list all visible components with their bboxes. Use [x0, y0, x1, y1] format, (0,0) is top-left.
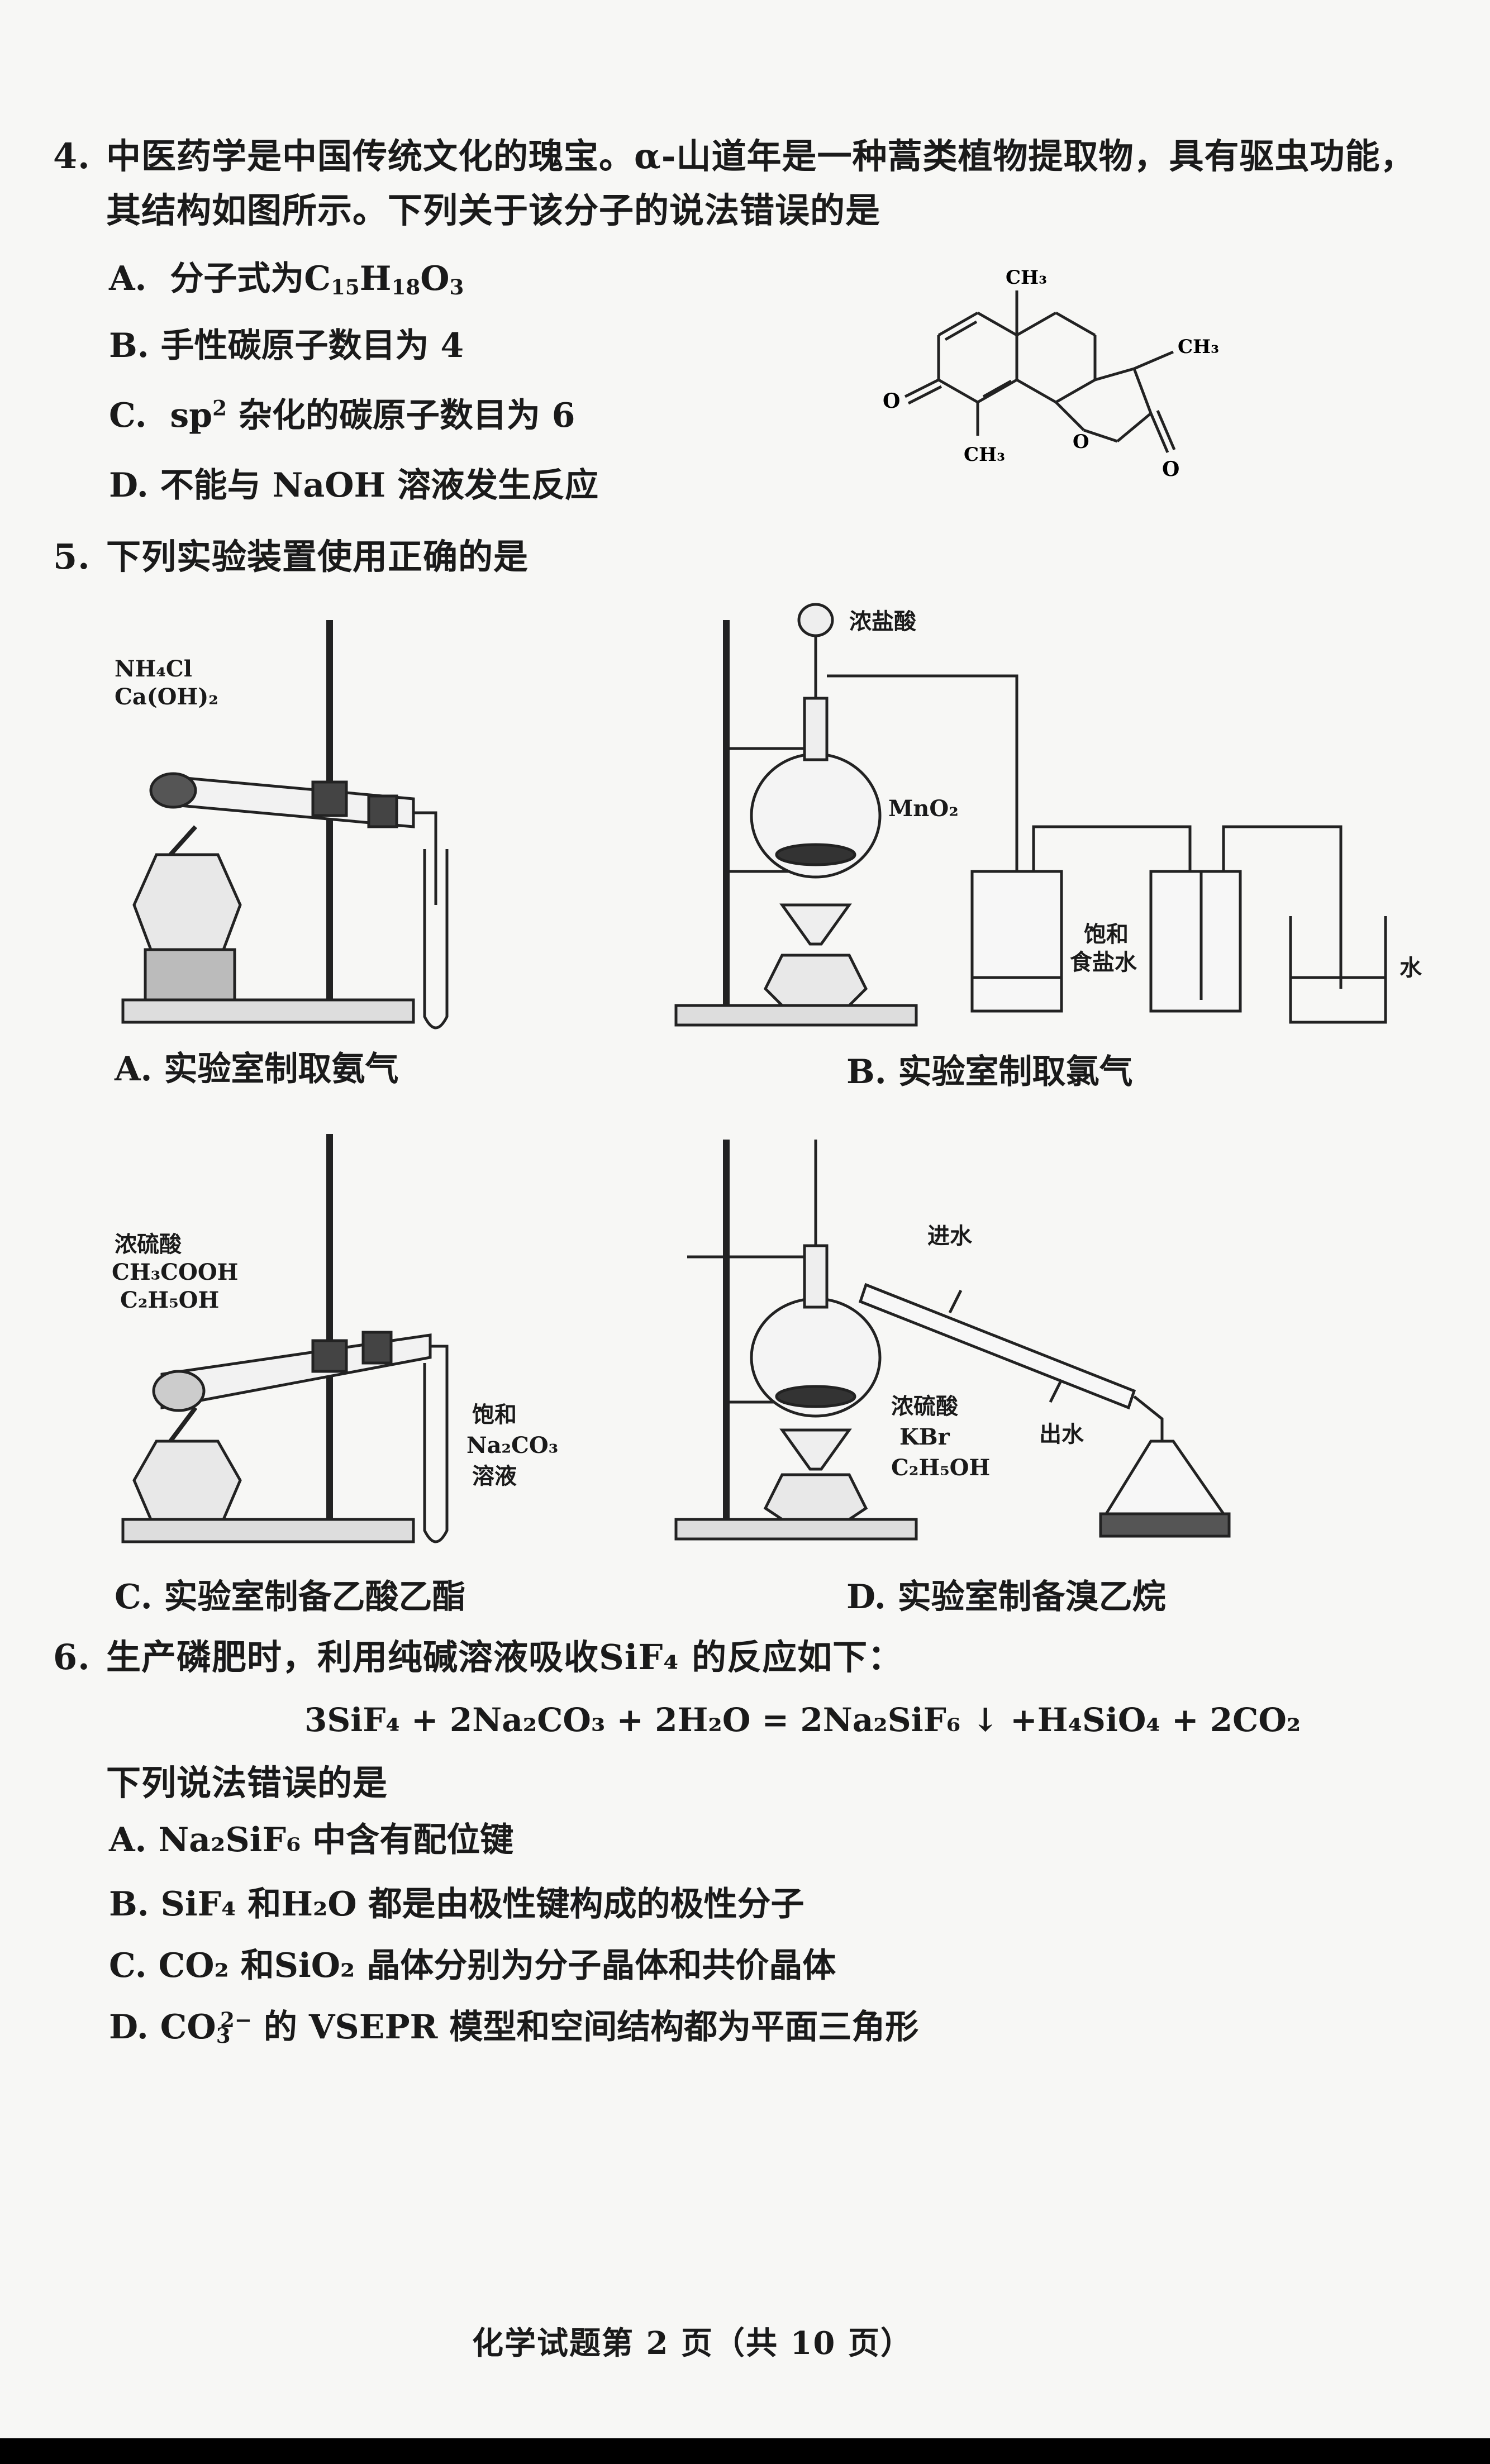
q4-option-c: C. sp2 杂化的碳原子数目为 6	[109, 395, 575, 435]
caption-d: D. 实验室制备溴乙烷	[846, 1577, 1166, 1617]
q4-option-b: B. 手性碳原子数目为 4	[109, 326, 464, 365]
q6-option-b: B. SiF₄ 和H₂O 都是由极性键构成的极性分子	[109, 1885, 804, 1924]
q6-prompt: 下列说法错误的是	[106, 1762, 388, 1803]
q6-number: 6.	[53, 1637, 91, 1677]
b-label-salt1: 饱和	[1084, 921, 1129, 947]
apparatus-c-ethyl-acetate	[121, 1134, 449, 1543]
q6-option-a: A. Na₂SiF₆ 中含有配位键	[109, 1820, 514, 1860]
page-footer: 化学试题第 2 页（共 10 页）	[472, 2325, 913, 2362]
apparatus-b-chlorine	[674, 603, 1387, 1027]
q6-option-d: D. CO32− 的 VSEPR 模型和空间结构都为平面三角形	[109, 2007, 919, 2048]
d-label-water-in: 进水	[927, 1223, 972, 1249]
label-o-bottom: O	[1162, 457, 1179, 481]
q4-option-a: A. 分子式为C15H18O3	[109, 259, 464, 300]
caption-c: C. 实验室制备乙酸乙酯	[115, 1577, 466, 1617]
b-label-mno2: MnO₂	[888, 795, 959, 822]
c-label-h2so4: 浓硫酸	[115, 1231, 182, 1257]
d-label-c2h5oh: C₂H₅OH	[891, 1455, 991, 1481]
caption-b: B. 实验室制取氯气	[846, 1052, 1133, 1092]
a-label-caoh2: Ca(OH)₂	[115, 684, 218, 710]
q6-equation: 3SiF₄ + 2Na₂CO₃ + 2H₂O = 2Na₂SiF₆ ↓ +H₄S…	[304, 1701, 1301, 1739]
a-label-nh4cl: NH₄Cl	[115, 656, 192, 682]
q4-option-d: D. 不能与 NaOH 溶液发生反应	[109, 466, 599, 505]
c-label-sol: 溶液	[472, 1463, 517, 1489]
label-ch3-top: CH₃	[1006, 266, 1047, 289]
q4-stem-line2: 其结构如图所示。下列关于该分子的说法错误的是	[106, 190, 881, 231]
q4-stem-line1: 中医药学是中国传统文化的瑰宝。α-山道年是一种蒿类植物提取物，具有驱虫功能，	[106, 136, 1416, 177]
c-label-sat: 饱和	[472, 1402, 517, 1428]
c-label-c2h5oh: C₂H₅OH	[120, 1287, 220, 1313]
c-label-na2co3: Na₂CO₃	[466, 1432, 559, 1459]
q4-number: 4.	[53, 136, 91, 177]
apparatus-d-bromoethane	[674, 1140, 1231, 1541]
d-label-kbr: KBr	[899, 1424, 950, 1450]
apparatus-a-ammonia	[121, 620, 449, 1030]
caption-a: A. 实验室制取氨气	[115, 1050, 399, 1089]
q6-stem: 生产磷肥时，利用纯碱溶液吸收SiF₄ 的反应如下：	[106, 1637, 903, 1677]
d-label-water-out: 出水	[1039, 1421, 1084, 1447]
label-ch3-right: CH₃	[1178, 336, 1219, 358]
label-o-ring: O	[1073, 431, 1089, 453]
q6-option-c: C. CO₂ 和SiO₂ 晶体分别为分子晶体和共价晶体	[109, 1946, 836, 1985]
b-label-salt2: 食盐水	[1070, 949, 1137, 975]
molecule-structure-diagram: CH₃ CH₃ CH₃ O O O	[883, 266, 1219, 481]
q5-number: 5.	[53, 536, 91, 577]
q5-stem: 下列实验装置使用正确的是	[106, 536, 529, 577]
d-label-h2so4: 浓硫酸	[891, 1393, 958, 1419]
c-label-ch3cooh: CH₃COOH	[112, 1259, 239, 1285]
b-label-water: 水	[1399, 955, 1422, 981]
label-o-left: O	[883, 389, 900, 413]
label-ch3-bottom: CH₃	[964, 444, 1005, 466]
bottom-black-bar	[0, 2438, 1490, 2464]
b-label-hcl: 浓盐酸	[849, 608, 916, 635]
